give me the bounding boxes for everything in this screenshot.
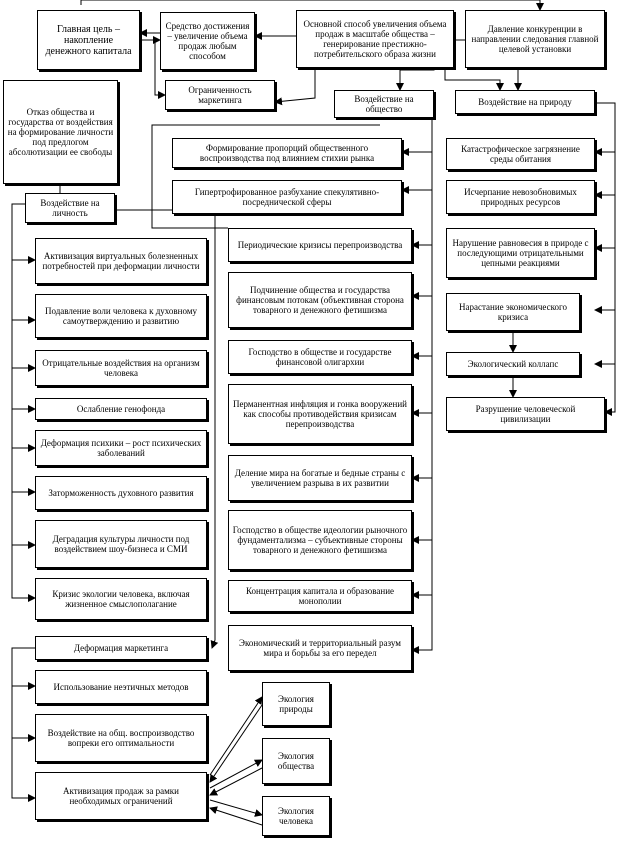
society-item-box: Подчинение общества и государства финанс… bbox=[228, 272, 412, 328]
deformation-marketing-box: Деформация маркетинга bbox=[35, 636, 207, 660]
ecology-box: Экология общества bbox=[262, 738, 330, 784]
society-item-box: Деление мира на богатые и бедные страны … bbox=[228, 455, 412, 501]
personality-item-box: Кризис экологии человека, включая жизнен… bbox=[35, 578, 207, 620]
society-item-box: Перманентная инфляция и гонка вооружений… bbox=[228, 384, 412, 444]
personality-item-box: Ослабление генофонда bbox=[35, 398, 207, 420]
main-goal-box: Главная цель – накопление денежного капи… bbox=[37, 10, 140, 70]
marketing-item-box: Воздействие на общ. воспроизводство вопр… bbox=[35, 714, 207, 762]
ecology-box: Экология природы bbox=[262, 682, 330, 726]
nature-item-box: Нарушение равновесия в природе с последу… bbox=[446, 228, 595, 278]
impact-personality-box: Воздействие на личность bbox=[25, 193, 115, 223]
society-item-box: Периодические кризисы перепроизводства bbox=[228, 228, 412, 262]
personality-item-box: Деформация психики – рост психических за… bbox=[35, 430, 207, 466]
limited-marketing-box: Ограниченность маркетинга bbox=[165, 80, 275, 110]
refusal-box: Отказ общества и государства от воздейст… bbox=[3, 80, 118, 184]
nature-item-box: Разрушение человеческой цивилизации bbox=[446, 397, 605, 431]
nature-item-box: Исчерпание невозобновимых природных ресу… bbox=[446, 180, 595, 214]
means-box: Средство достижения – увеличение объема … bbox=[160, 12, 255, 70]
impact-society-box: Воздействие на общество bbox=[334, 90, 434, 118]
personality-item-box: Активизация виртуальных болезненных потр… bbox=[35, 238, 207, 284]
impact-nature-box: Воздействие на природу bbox=[455, 90, 595, 114]
nature-item-box: Экологический коллапс bbox=[446, 352, 580, 376]
society-top-box: Гипертрофированное разбухание спекулятив… bbox=[172, 180, 402, 214]
society-top-box: Формирование пропорций общественного вос… bbox=[172, 138, 402, 168]
personality-item-box: Подавление воли человека к духовному сам… bbox=[35, 294, 207, 338]
society-item-box: Господство в обществе и государстве фина… bbox=[228, 340, 412, 374]
personality-item-box: Заторможенность духовного развития bbox=[35, 476, 207, 510]
personality-item-box: Деградация культуры личности под воздейс… bbox=[35, 520, 207, 568]
method-box: Основной способ увеличения объема продаж… bbox=[296, 10, 454, 68]
personality-item-box: Отрицательные воздействия на организм че… bbox=[35, 350, 207, 386]
nature-item-box: Нарастание экономического кризиса bbox=[446, 293, 580, 331]
society-item-box: Концентрация капитала и образование моно… bbox=[228, 580, 412, 612]
marketing-item-box: Использование неэтичных методов bbox=[35, 670, 207, 704]
society-item-box: Экономический и территориальный разум ми… bbox=[228, 625, 412, 671]
ecology-box: Экология человека bbox=[262, 796, 330, 836]
marketing-item-box: Активизация продаж за рамки необходимых … bbox=[35, 772, 207, 820]
competition-box: Давление конкуренции в направлении следо… bbox=[465, 10, 605, 68]
nature-item-box: Катастрофическое загрязнение среды обита… bbox=[446, 138, 595, 170]
society-item-box: Господство в обществе идеологии рыночног… bbox=[228, 510, 412, 570]
